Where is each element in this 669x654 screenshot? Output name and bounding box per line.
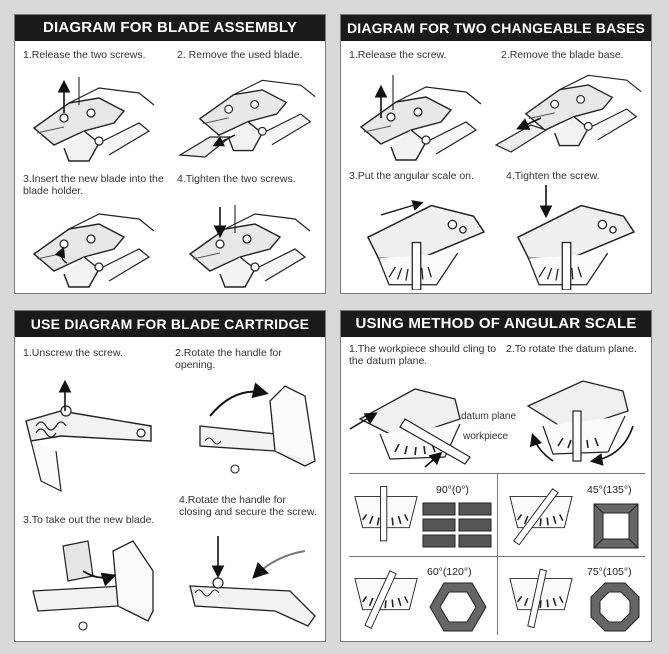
step-4-text: 4.Tighten the screw. — [506, 170, 600, 182]
panel-blade-cartridge: USE DIAGRAM FOR BLADE CARTRIDGE 1.Unscre… — [14, 310, 326, 642]
figure-remove-blade — [175, 75, 320, 165]
hexagon-frame-icon — [429, 581, 487, 633]
figure-remove-base — [491, 70, 646, 165]
angle-label-60: 60°(120°) — [427, 566, 472, 578]
panel-changeable-bases: DIAGRAM FOR TWO CHANGEABLE BASES 1.Relea… — [340, 14, 652, 294]
step-4-text: 4.Tighten the two screws. — [177, 173, 296, 185]
angle-label-45: 45°(135°) — [587, 484, 632, 496]
scale-45-figure — [506, 481, 576, 551]
figure-workpiece-datum — [345, 369, 505, 469]
panel-title: DIAGRAM FOR BLADE ASSEMBLY — [15, 15, 325, 41]
figure-rotate-open — [175, 381, 323, 481]
panel-title: DIAGRAM FOR TWO CHANGEABLE BASES — [341, 15, 651, 41]
step-3-text: 3.Insert the new blade into the blade ho… — [23, 173, 164, 197]
angle-label-75: 75°(105°) — [587, 566, 632, 578]
panel-title: USE DIAGRAM FOR BLADE CARTRIDGE — [15, 311, 325, 337]
octagon-frame-icon — [589, 581, 641, 633]
figure-rotate-close — [180, 531, 325, 641]
step-2-text: 2.Rotate the handle for opening. — [175, 347, 282, 371]
step-2-text: 2. Remove the used blade. — [177, 49, 303, 61]
datum-plane-label: datum plane — [461, 411, 517, 422]
step-4-text: 4.Rotate the handle for closing and secu… — [179, 494, 317, 518]
figure-rotate-datum — [513, 366, 648, 466]
figure-tighten-screws — [180, 205, 320, 290]
figure-insert-blade — [29, 205, 164, 290]
step-1-text: 1.The workpiece should cling to the datu… — [349, 343, 497, 367]
workpiece-label: workpiece — [463, 431, 509, 442]
figure-release-screw — [351, 70, 491, 165]
screw-icon — [230, 464, 240, 474]
panel-blade-assembly: DIAGRAM FOR BLADE ASSEMBLY 1.Release the… — [14, 14, 326, 294]
step-2-text: 2.Remove the blade base. — [501, 49, 624, 61]
blade-icon — [178, 136, 232, 158]
angle-label-90: 90°(0°) — [436, 484, 469, 496]
step-1-text: 1.Release the screw. — [349, 49, 447, 61]
scale-90-figure — [351, 481, 421, 551]
figure-put-scale — [351, 185, 501, 290]
grid-divider-vertical — [497, 473, 498, 635]
figure-unscrew — [17, 371, 167, 501]
square-frame-icon — [591, 501, 641, 551]
figure-release-screws — [29, 75, 164, 165]
step-1-text: 1.Unscrew the screw. — [23, 347, 123, 359]
figure-take-out-blade — [23, 531, 173, 641]
figure-tighten-screw — [506, 185, 646, 290]
step-2-text: 2.To rotate the datum plane. — [506, 343, 637, 355]
scale-75-figure — [506, 563, 576, 633]
panel-title: USING METHOD OF ANGULAR SCALE — [341, 311, 651, 337]
step-1-text: 1.Release the two screws. — [23, 49, 146, 61]
step-3-text: 3.To take out the new blade. — [23, 514, 155, 526]
rectangle-blocks-icon — [421, 501, 493, 551]
scale-60-figure — [351, 563, 421, 633]
step-3-text: 3.Put the angular scale on. — [349, 170, 474, 182]
panel-angular-scale: USING METHOD OF ANGULAR SCALE 1.The work… — [340, 310, 652, 642]
